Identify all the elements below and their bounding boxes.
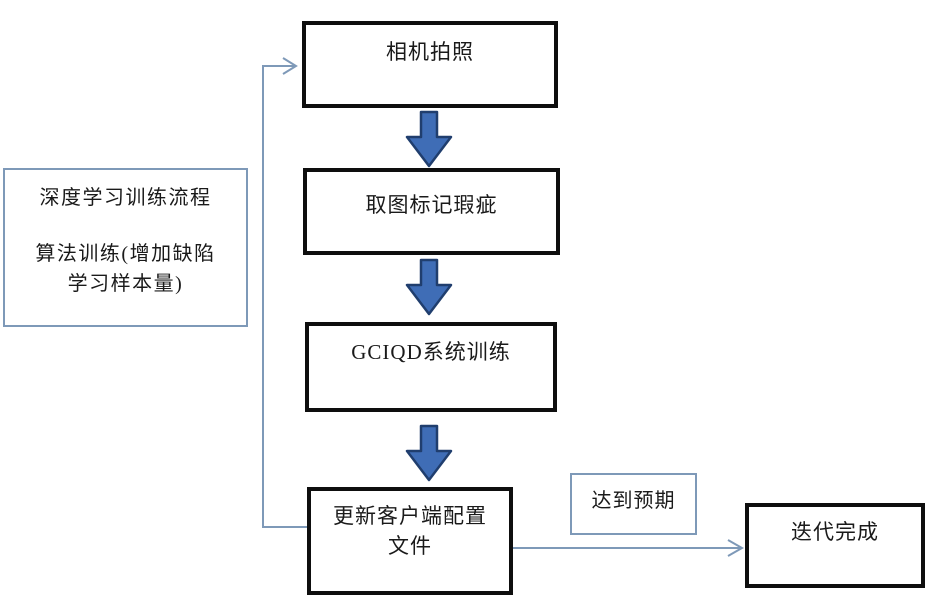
flow-node-iteration-complete: 迭代完成 [745,503,925,588]
side-note-box: 深度学习训练流程 算法训练(增加缺陷 学习样本量) [3,168,248,327]
flow-node-camera-label: 相机拍照 [386,40,474,64]
flow-node-update-config-label-line2: 文件 [388,534,432,558]
edge-label-text: 达到预期 [591,490,676,512]
flow-node-iteration-complete-label: 迭代完成 [791,520,879,544]
flow-node-mark-defects: 取图标记瑕疵 [303,168,560,255]
edge-label-box: 达到预期 [570,473,697,535]
side-note-line3: 学习样本量) [67,273,184,295]
down-block-arrow-icon [405,258,453,316]
flow-node-camera: 相机拍照 [302,21,558,108]
flow-node-gciqd-training: GCIQD系统训练 [305,322,557,412]
feedback-loop-line [262,65,307,528]
flow-node-update-config-label-line1: 更新客户端配置 [333,504,487,528]
flow-node-update-config: 更新客户端配置 文件 [307,487,513,595]
side-note-line2: 算法训练(增加缺陷 [35,243,216,265]
down-block-arrow-icon [405,110,453,168]
side-note-line1: 深度学习训练流程 [39,187,212,209]
feedback-loop-arrowhead-icon [282,57,298,75]
flow-node-mark-defects-label: 取图标记瑕疵 [365,193,498,217]
down-block-arrow-icon [405,424,453,482]
success-edge-arrowhead-icon [727,539,745,557]
flow-node-gciqd-training-label: GCIQD系统训练 [351,340,511,364]
